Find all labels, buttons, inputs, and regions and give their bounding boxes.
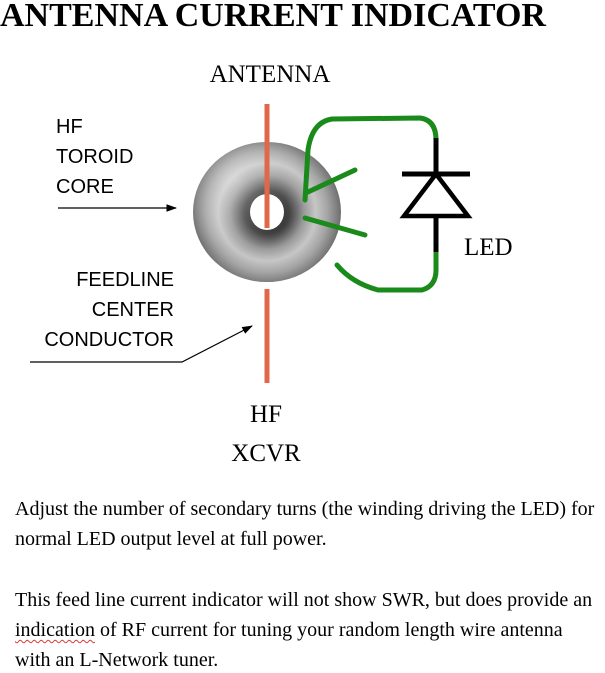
- xcvr-label-line-1: HF: [250, 401, 282, 428]
- toroid-label-line-1: HF: [56, 116, 83, 138]
- description-paragraph-2: This feed line current indicator will no…: [15, 585, 595, 673]
- led-diode-symbol: [399, 138, 473, 252]
- spellcheck-underlined-word: indication: [15, 619, 95, 641]
- antenna-label: ANTENNA: [210, 61, 331, 88]
- description-paragraph-1: Adjust the number of secondary turns (th…: [15, 498, 595, 550]
- paragraph-2-text-end: of RF current for tuning your random len…: [15, 619, 563, 671]
- feedline-label-line-3: CONDUCTOR: [44, 329, 174, 351]
- page-title: ANTENNA CURRENT INDICATOR: [0, 0, 546, 34]
- toroid-label-line-3: CORE: [56, 176, 114, 198]
- conductor-pointer-arrow: [30, 325, 253, 363]
- feedline-label: FEEDLINE CENTER CONDUCTOR: [44, 269, 174, 351]
- feedline-label-line-1: FEEDLINE: [76, 269, 174, 291]
- current-indicator-diagram: ANTENNA HF TOROID CORE FEEDLINE CENTER C…: [30, 61, 513, 467]
- pointer-arrows: [30, 204, 253, 363]
- xcvr-label-line-2: XCVR: [231, 440, 301, 467]
- toroid-label-line-2: TOROID: [56, 146, 133, 168]
- secondary-winding: [302, 115, 439, 293]
- paragraph-2-text-start: This feed line current indicator will no…: [15, 589, 593, 611]
- xcvr-label: HF XCVR: [231, 401, 301, 467]
- toroid-core-label: HF TOROID CORE: [56, 116, 133, 198]
- led-label: LED: [464, 234, 513, 261]
- feedline-label-line-2: CENTER: [92, 299, 174, 321]
